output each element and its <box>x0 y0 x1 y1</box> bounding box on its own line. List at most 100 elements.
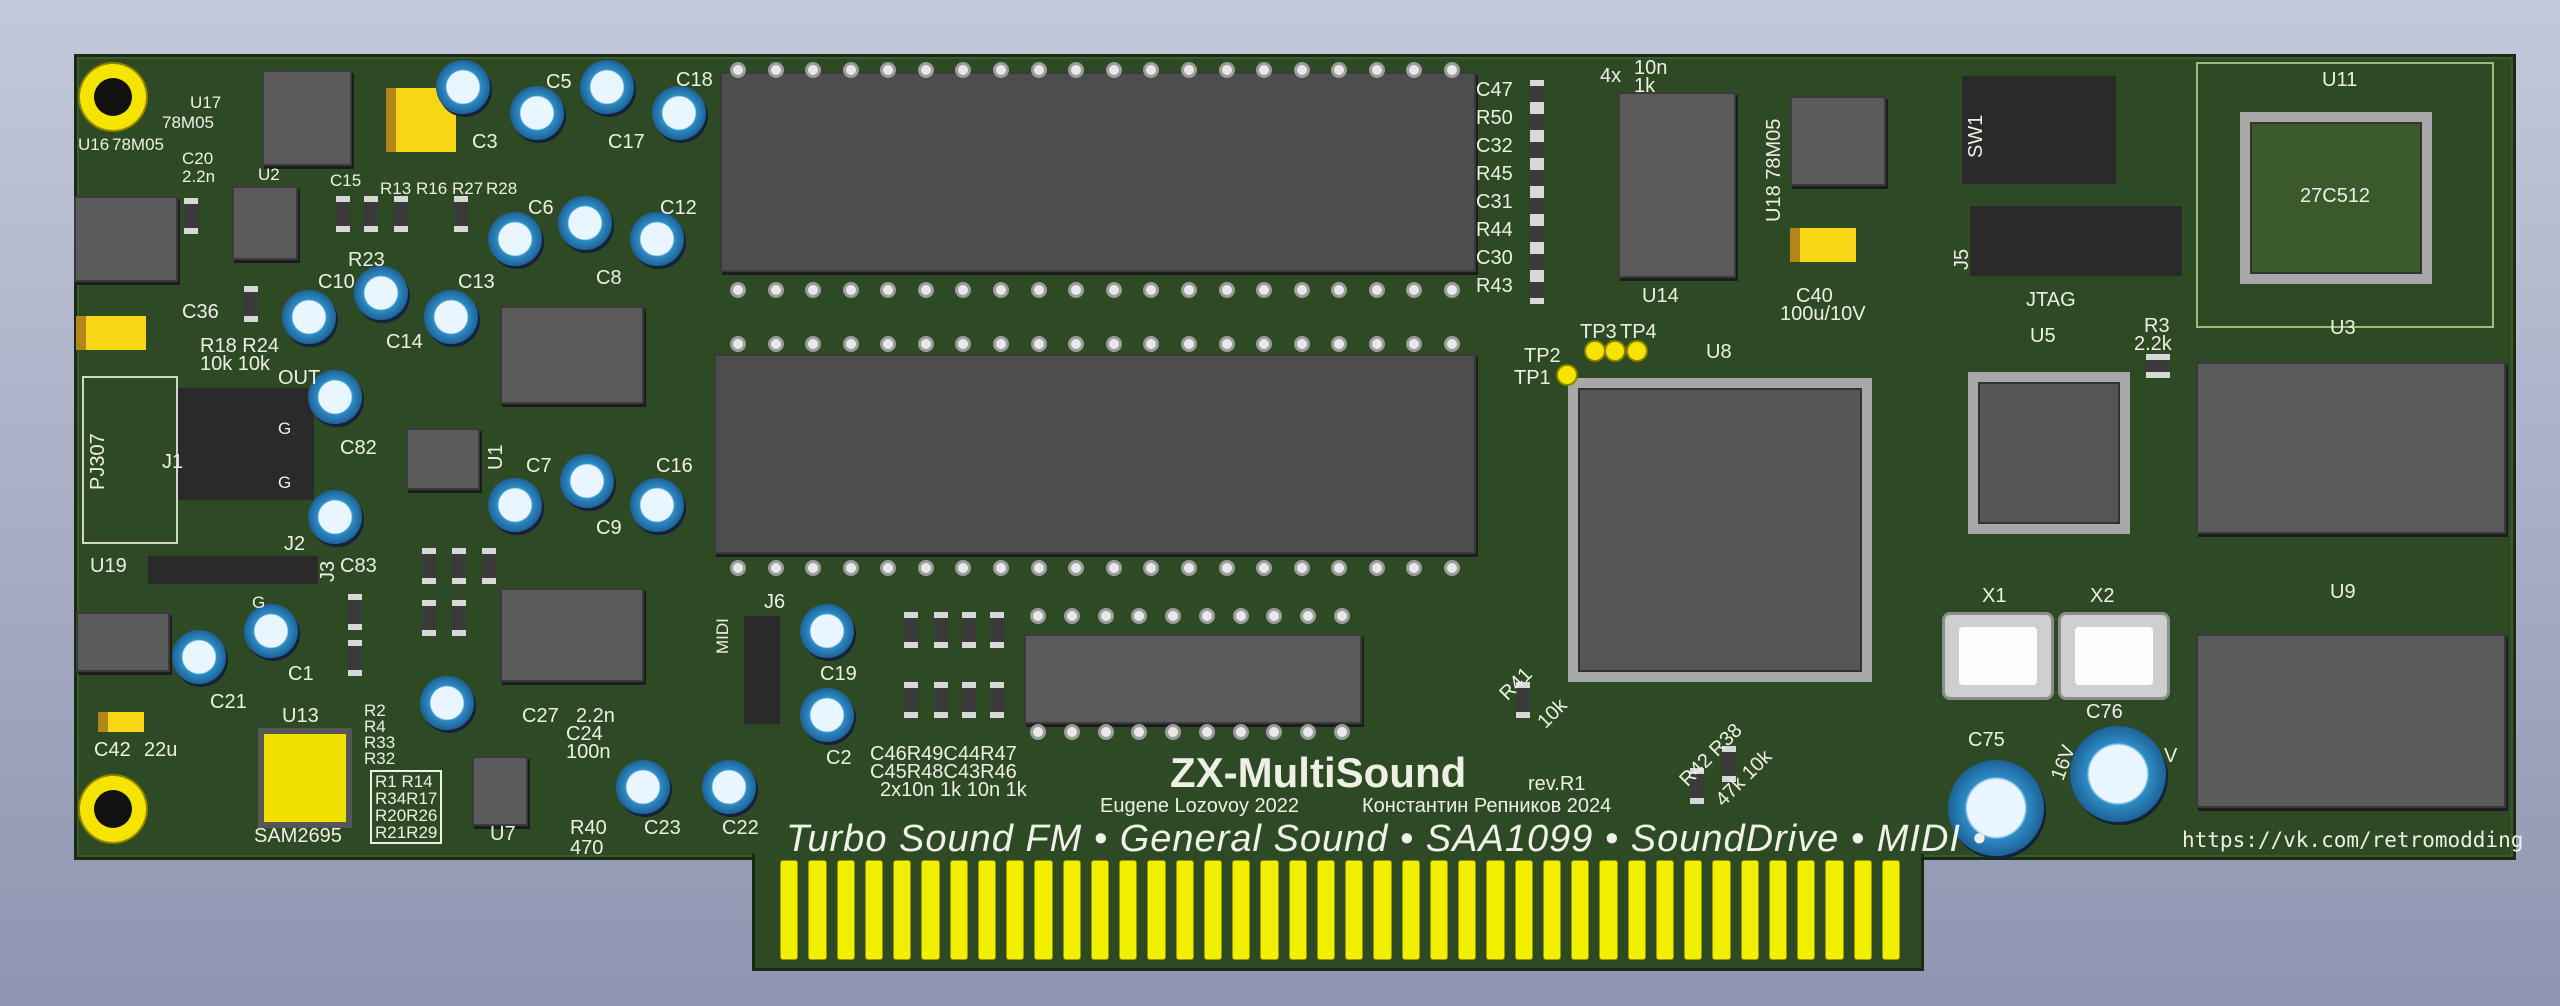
smd-resistor <box>454 196 468 232</box>
ref-label: U5 <box>2030 325 2056 347</box>
ref-label: MIDI <box>713 618 732 654</box>
ref-label: C23 <box>644 817 681 839</box>
capacitor-c3 <box>436 60 490 114</box>
ref-label: 2x10n 1k 10n 1k <box>880 779 1027 801</box>
capacitor-c23 <box>616 760 670 814</box>
ref-label: 100n <box>566 741 611 763</box>
edge-finger <box>1175 860 1194 960</box>
edge-finger <box>1232 860 1251 960</box>
ref-label: X1 <box>1982 585 2007 607</box>
pin-row <box>730 336 1460 352</box>
ref-label: R1 R14 <box>375 772 433 791</box>
smd-resistor <box>1530 220 1544 248</box>
edge-finger <box>1571 860 1590 960</box>
edge-finger <box>1373 860 1392 960</box>
ref-label: 100u/10V <box>1780 303 1866 325</box>
regulator-u17 <box>262 70 352 166</box>
smd-resistor <box>482 548 496 584</box>
dip-switch-sw1[interactable] <box>1962 76 2116 184</box>
capacitor-c27 <box>420 676 474 730</box>
ref-label: U14 <box>1642 285 1679 307</box>
ref-label: U7 <box>490 823 516 845</box>
ref-label: U9 <box>2330 581 2356 603</box>
capacitor-c21 <box>172 630 226 684</box>
ref-label: G <box>252 593 266 612</box>
ref-label: R50 <box>1476 107 1513 129</box>
capacitor-c16 <box>630 478 684 532</box>
ref-label: R3 <box>2144 315 2170 337</box>
smd-ic <box>406 428 480 490</box>
soic-ic-u14 <box>1618 92 1736 278</box>
edge-finger <box>1288 860 1307 960</box>
ram-chip-u3 <box>2196 362 2506 534</box>
regulator-u16 <box>74 196 178 282</box>
smd-cap <box>962 612 976 648</box>
edge-finger <box>1853 860 1872 960</box>
smd-ic-u7 <box>472 756 528 826</box>
ref-label: C76 <box>2086 701 2123 723</box>
capacitor-c13 <box>424 290 478 344</box>
ref-label: C40 <box>1796 285 1833 307</box>
smd-ic-u2 <box>232 186 298 260</box>
smd-resistor <box>452 548 466 584</box>
ref-label: C3 <box>472 131 498 153</box>
ref-label: OUT <box>278 367 321 389</box>
ref-label: R2 <box>364 701 386 720</box>
edge-finger <box>1401 860 1420 960</box>
capacitor-c10 <box>282 290 336 344</box>
plcc-socket-u11 <box>2250 122 2422 274</box>
smd-resistor <box>934 682 948 718</box>
capacitor-c5 <box>510 86 564 140</box>
ref-label: U19 <box>90 555 127 577</box>
smd-resistor-r41 <box>1516 682 1530 718</box>
ref-label: C45R48C43R46 <box>870 761 1017 783</box>
ref-label: 22u <box>144 739 178 761</box>
edge-finger <box>949 860 968 960</box>
edge-finger <box>1429 860 1448 960</box>
ref-label: C30 <box>1476 247 1513 269</box>
ref-label: C47 <box>1476 79 1513 101</box>
ref-label: C46R49C44R47 <box>870 743 1017 765</box>
ref-label: R18 R24 <box>200 335 279 357</box>
ref-label: R43 <box>1476 275 1513 297</box>
ref-label: C21 <box>210 691 247 713</box>
capacitor-c19 <box>800 604 854 658</box>
ref-label: 2.2n <box>576 705 615 727</box>
ref-label: C15 <box>330 171 362 190</box>
ref-label: C27 <box>522 705 559 727</box>
smd-resistor <box>244 286 258 322</box>
capacitor-c6 <box>488 212 542 266</box>
edge-finger <box>921 860 940 960</box>
edge-connector-fingers <box>780 860 1900 960</box>
mounting-hole-bottom <box>80 776 146 842</box>
ref-label: U1 <box>485 444 507 470</box>
ref-label: R32 <box>364 749 396 768</box>
regulator-u19 <box>76 612 170 672</box>
ref-label: C9 <box>596 517 622 539</box>
ref-label: 4x <box>1600 65 1622 87</box>
ref-label: R27 <box>452 179 484 198</box>
ref-label: R13 <box>380 179 412 198</box>
smd-cap <box>962 682 976 718</box>
ref-label: J2 <box>284 533 306 555</box>
smd-cap <box>904 612 918 648</box>
qfp-chip-u5 <box>1978 382 2120 524</box>
capacitor-c14 <box>354 266 408 320</box>
capacitor-c22 <box>702 760 756 814</box>
edge-finger <box>1514 860 1533 960</box>
edge-finger <box>1119 860 1138 960</box>
ref-label: U17 <box>190 93 222 112</box>
ref-label: C13 <box>458 271 495 293</box>
dip-ic-small <box>1024 634 1362 724</box>
mounting-hole-top <box>80 64 146 130</box>
edge-finger <box>780 860 799 960</box>
edge-finger <box>1090 860 1109 960</box>
ref-label: C17 <box>608 131 645 153</box>
smd-resistor <box>336 196 350 232</box>
dip8-ic-upper <box>500 306 644 404</box>
edge-finger <box>893 860 912 960</box>
audio-header-j2 <box>176 388 314 500</box>
smd-cap <box>1530 136 1544 164</box>
ref-label: C18 <box>676 69 713 91</box>
smd-cap <box>1530 80 1544 108</box>
